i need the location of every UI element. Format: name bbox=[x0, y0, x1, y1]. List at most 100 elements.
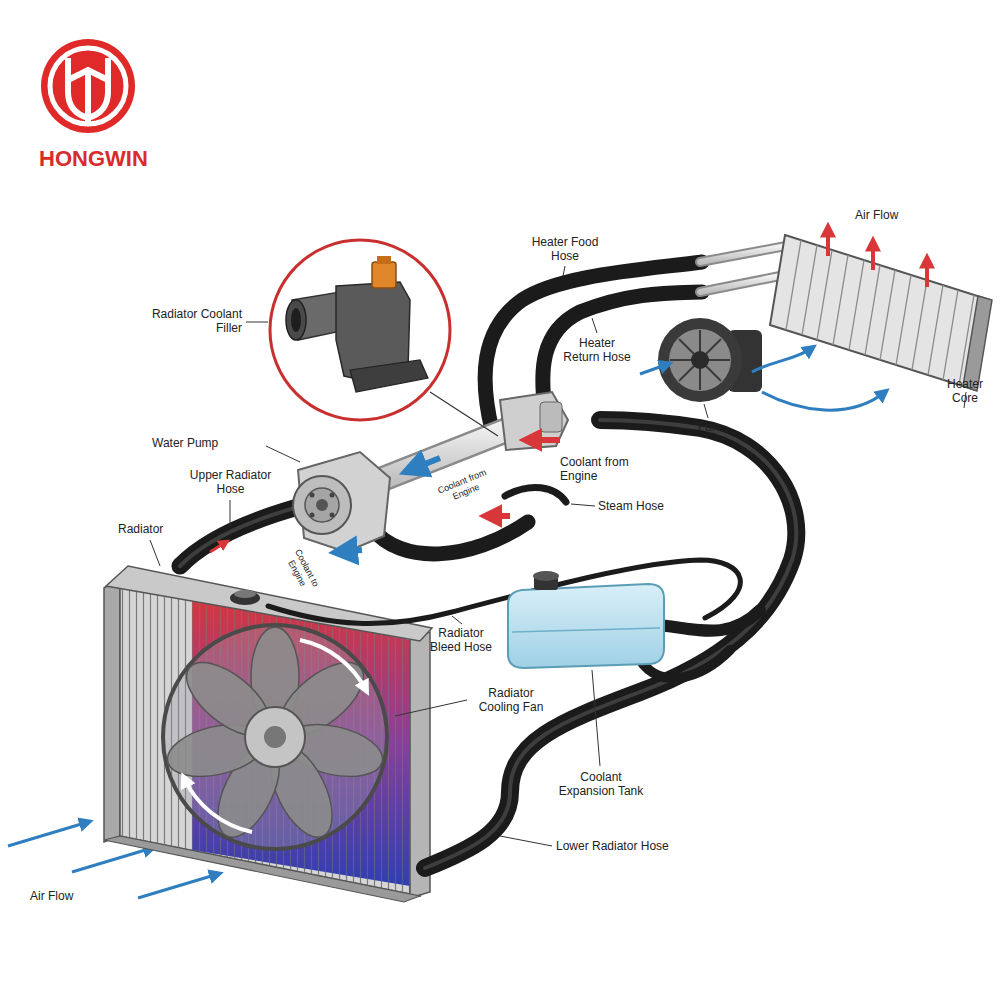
heater-core-part bbox=[828, 228, 927, 287]
air-flow-arrows-part bbox=[8, 822, 88, 846]
logo-mark-part bbox=[85, 70, 91, 124]
radiator-fan-part bbox=[264, 726, 286, 748]
heater-core-part bbox=[770, 235, 990, 390]
heater-core bbox=[770, 228, 992, 391]
heater-core-part-part bbox=[786, 240, 801, 330]
leader-lines bbox=[150, 266, 966, 846]
water-pump-part bbox=[310, 493, 315, 498]
water-pump-part bbox=[316, 499, 328, 511]
blower-fan-part-part bbox=[679, 339, 721, 381]
hoses-part bbox=[372, 522, 528, 554]
logo-mark bbox=[41, 39, 135, 133]
radiator-part bbox=[230, 591, 260, 605]
leader-lines-part bbox=[592, 318, 597, 333]
heater-core-part bbox=[786, 240, 974, 385]
coolant-flow-arrows-part bbox=[488, 513, 510, 519]
heater-core-part-part bbox=[943, 290, 958, 380]
leader-lines-part bbox=[571, 504, 595, 506]
water-pump-part bbox=[500, 392, 568, 450]
water-pump-part bbox=[330, 493, 335, 498]
heater-core-part-part bbox=[802, 245, 817, 335]
blower-fan-part-part bbox=[762, 392, 885, 410]
coolant-filler-inset-part bbox=[270, 240, 450, 420]
expansion-tank-part bbox=[508, 584, 664, 668]
radiator-part bbox=[104, 578, 120, 842]
coolant-filler-inset-part bbox=[377, 256, 391, 264]
coolant-flow-arrows-part bbox=[528, 437, 560, 443]
air-flow-label: Air Flow bbox=[855, 208, 898, 222]
blower-fan-part bbox=[670, 330, 730, 390]
heater-core-part-part bbox=[896, 275, 911, 365]
hoses-part bbox=[268, 560, 740, 623]
heater-core-part-part bbox=[912, 280, 927, 370]
leader-lines-part bbox=[500, 836, 552, 846]
radiator-fan-part bbox=[162, 627, 387, 846]
part-label: Radiator Coolant Filler bbox=[150, 307, 242, 335]
part-label: Heater Food Hose bbox=[525, 235, 605, 263]
hoses-part bbox=[425, 420, 796, 868]
hoses-part bbox=[505, 487, 566, 502]
hoses-part bbox=[425, 420, 796, 868]
blower-fan-part-part bbox=[679, 339, 721, 381]
part-label: Heater Core bbox=[936, 377, 994, 405]
flow-label: Coolant from Engine bbox=[560, 455, 636, 483]
coolant-flow-arrows-part bbox=[410, 458, 440, 470]
flow-label: Coolant to Engine bbox=[280, 543, 323, 599]
coolant-flow-arrows-part bbox=[210, 542, 226, 552]
hoses-part bbox=[700, 276, 780, 292]
leader-lines-part bbox=[230, 500, 231, 526]
leader-lines-part bbox=[246, 322, 268, 323]
part-label: Radiator bbox=[118, 522, 163, 536]
water-pump-part bbox=[310, 513, 315, 518]
heater-core-part-part bbox=[826, 228, 830, 256]
blower-fan-part bbox=[658, 318, 742, 402]
water-pump-part bbox=[293, 476, 351, 534]
blower-fan-part bbox=[691, 351, 709, 369]
part-label: Upper Radiator Hose bbox=[178, 468, 283, 496]
leader-lines-part bbox=[563, 266, 565, 276]
leader-lines-part bbox=[395, 700, 467, 716]
part-label: Lower Radiator Hose bbox=[556, 839, 669, 853]
coolant-filler-inset-part bbox=[372, 262, 396, 288]
part-label: Heater Return Hose bbox=[560, 336, 634, 364]
coolant-flow-arrows bbox=[210, 440, 560, 552]
part-label: Radiator Bleed Hose bbox=[425, 626, 497, 654]
blower-fan bbox=[640, 318, 885, 410]
blower-fan-part bbox=[669, 329, 731, 391]
air-flow-arrows-part bbox=[72, 848, 152, 872]
coolant-filler-inset-part bbox=[286, 300, 306, 340]
radiator-fan-part bbox=[245, 707, 305, 767]
part-label: Water Pump bbox=[152, 436, 218, 450]
leader-lines-part bbox=[452, 616, 462, 624]
heater-core-part-part bbox=[925, 259, 929, 287]
leader-lines-part bbox=[150, 540, 160, 566]
leader-lines-part bbox=[592, 670, 600, 766]
expansion-tank-part bbox=[533, 571, 559, 581]
air-flow-arrows-part bbox=[138, 874, 218, 898]
water-pump-part bbox=[330, 513, 335, 518]
blower-fan-part-part bbox=[752, 348, 812, 372]
heater-core-part-part bbox=[880, 270, 895, 360]
radiator-fan-part bbox=[184, 778, 252, 832]
radiator-fan-part bbox=[300, 640, 366, 690]
expansion-tank-part bbox=[512, 628, 660, 632]
blower-fan-part bbox=[640, 348, 885, 410]
part-label: Radiator Cooling Fan bbox=[470, 686, 552, 714]
radiator-fan-part bbox=[163, 625, 387, 849]
heater-core-part-part bbox=[833, 255, 848, 345]
brand-name: HONGWIN bbox=[38, 146, 149, 172]
heater-core-part-part bbox=[865, 265, 880, 355]
water-pump-part bbox=[370, 424, 522, 484]
logo-mark-part bbox=[41, 39, 135, 133]
leader-lines-part bbox=[704, 404, 708, 418]
part-label: Coolant Expansion Tank bbox=[552, 770, 650, 798]
coolant-filler-inset bbox=[270, 240, 498, 436]
heater-core-part bbox=[963, 296, 992, 391]
radiator-fan bbox=[162, 625, 387, 849]
logo-mark-part bbox=[50, 48, 126, 124]
expansion-tank bbox=[508, 571, 664, 668]
coolant-filler-inset-part bbox=[291, 308, 301, 332]
hoses-part bbox=[700, 276, 780, 292]
